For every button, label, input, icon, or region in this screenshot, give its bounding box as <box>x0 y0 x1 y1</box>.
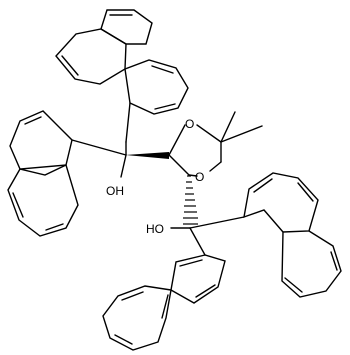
dioxolane-ring <box>168 111 263 177</box>
naphthyl-left <box>7 110 127 237</box>
hydroxyl-right-label: HO <box>146 222 164 236</box>
oxygen-right-label: O <box>195 170 204 184</box>
naphthyl-top <box>55 9 189 143</box>
naphthyl-right <box>243 172 342 298</box>
hydroxyl-left-label: OH <box>106 184 124 198</box>
naphthyl-bottom <box>102 254 226 351</box>
hashed-bond <box>183 175 198 225</box>
oxygen-top-label: O <box>185 117 194 131</box>
carbinol-left <box>120 141 169 178</box>
wedge-bond-left <box>126 152 169 159</box>
carbinol-right <box>170 216 245 256</box>
